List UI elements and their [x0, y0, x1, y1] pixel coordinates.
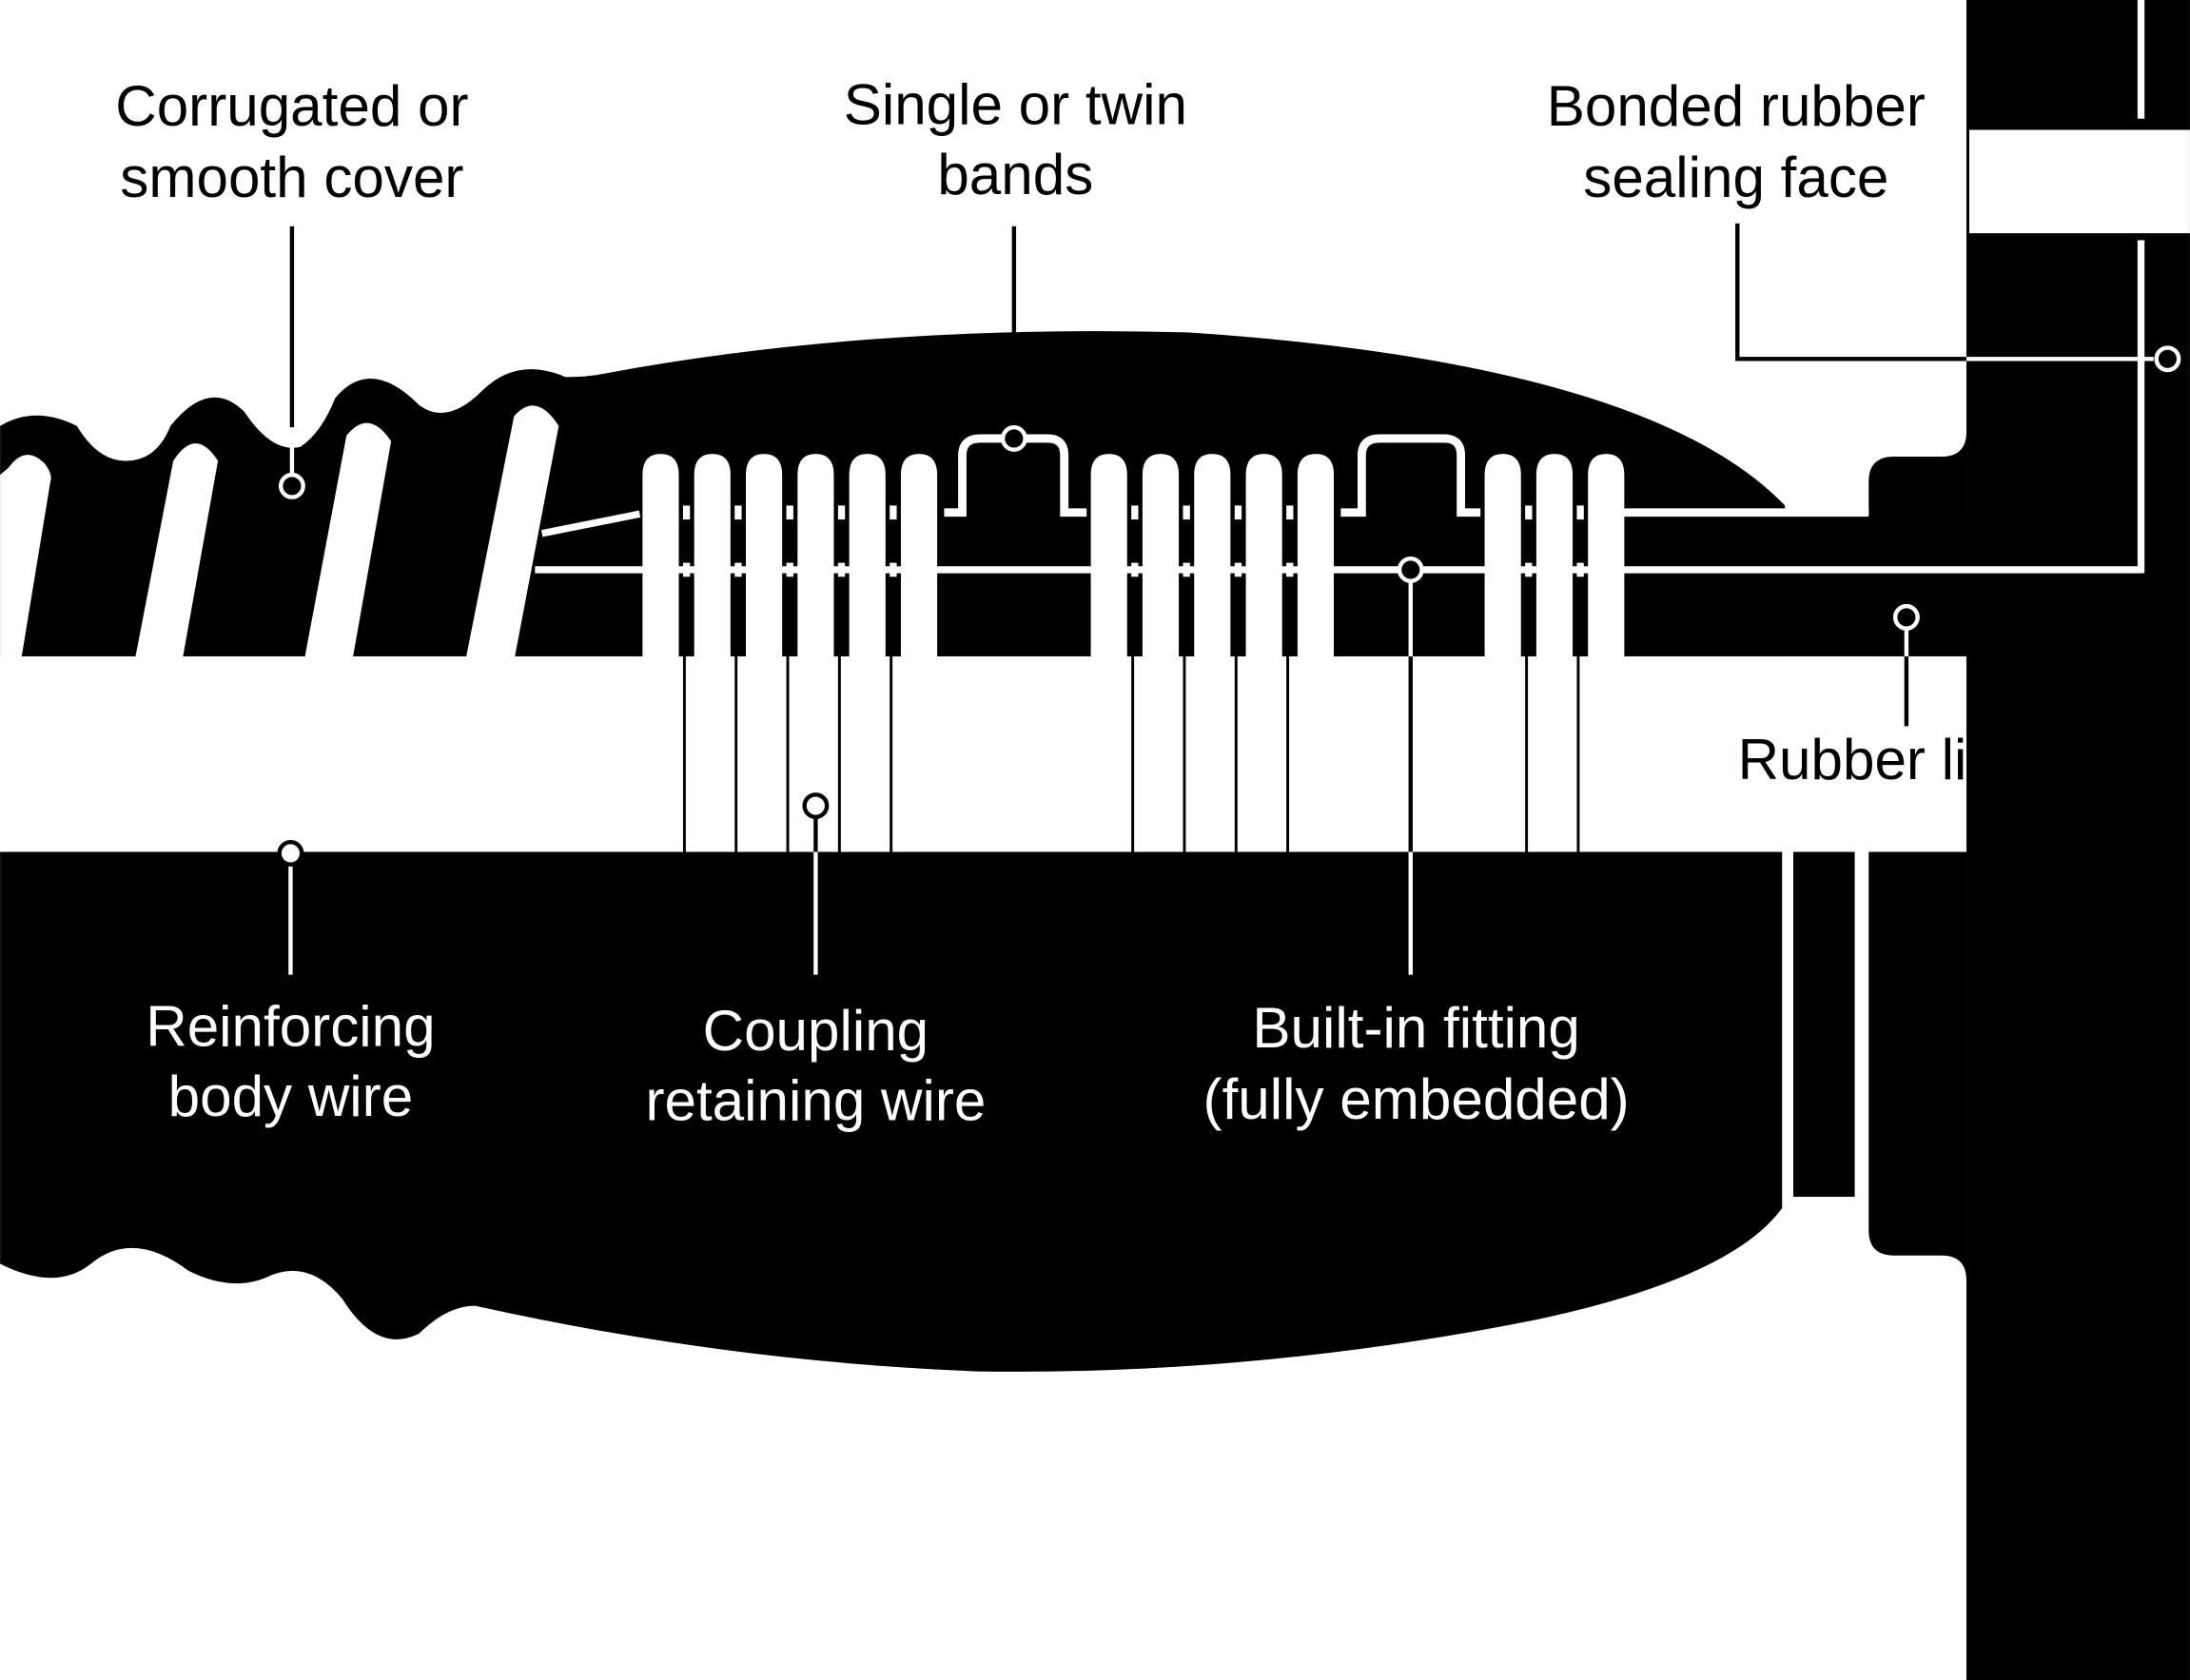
- marker-retaining-wire: [802, 792, 830, 819]
- wire-separator: [1286, 655, 1290, 852]
- label-fitting-1: Built-in fitting: [1252, 996, 1579, 1060]
- hose-cover-lower: [0, 851, 1783, 1372]
- wire-separator: [1234, 655, 1238, 852]
- body-wire: [0, 455, 51, 754]
- label-lining: Rubber lining: [1738, 728, 2076, 791]
- marker-sealing-face: [2154, 345, 2181, 373]
- wire-joint-tick: [1131, 505, 1139, 520]
- band-2: [1340, 434, 1481, 518]
- retaining-wire-finger: [1297, 454, 1335, 852]
- leader-sealing-face: [1735, 223, 1967, 361]
- wire-joint-tick: [890, 505, 897, 520]
- marker-lining: [1892, 603, 1920, 631]
- lining-lines: [535, 0, 2145, 574]
- fitting-neck: [1619, 514, 1969, 656]
- marker-body-wire: [277, 840, 304, 867]
- retaining-wire-finger: [900, 454, 938, 852]
- label-retaining-1: Coupling: [703, 999, 929, 1063]
- label-retaining-2: retaining wire: [645, 1068, 986, 1132]
- wire-separator: [734, 655, 738, 852]
- retaining-wire-finger: [1090, 454, 1127, 852]
- retaining-wire-finger: [1484, 454, 1521, 852]
- wire-joint-tick: [1286, 505, 1294, 520]
- marker-cover: [278, 472, 305, 499]
- label-cover-2: smooth cover: [120, 146, 463, 209]
- wire-separator: [682, 655, 686, 852]
- wire-joint-tick: [682, 505, 691, 520]
- flange-body: [1966, 0, 2190, 1680]
- sealing-face-slot: [1968, 129, 2190, 234]
- retaining-wire-comb: [642, 454, 1625, 852]
- retaining-wire-finger: [1588, 454, 1625, 852]
- leaders: [277, 223, 2181, 975]
- label-sealing-1: Bonded rubber: [1547, 74, 1926, 138]
- retaining-wire-finger: [1194, 454, 1231, 852]
- wire-separator: [1576, 655, 1580, 852]
- flange: [1792, 0, 2190, 1680]
- label-bands-1: Single or twin: [844, 73, 1187, 137]
- label-cover-1: Corrugated or: [115, 74, 468, 138]
- body-wire: [97, 443, 219, 852]
- body-wires: [0, 405, 641, 852]
- body-wire: [267, 422, 392, 852]
- wire-separator: [786, 655, 790, 852]
- label-body-wire-2: body wire: [168, 1065, 414, 1128]
- wire-separator: [1525, 655, 1529, 852]
- wire-joint-tick: [1525, 505, 1533, 520]
- retaining-wire-finger: [849, 454, 886, 852]
- flange-step-bottom: [1868, 851, 1967, 1281]
- retaining-wire-finger: [746, 454, 783, 852]
- label-fitting-2: (fully embedded): [1203, 1067, 1630, 1131]
- retaining-wire-finger: [1142, 454, 1180, 852]
- wire-separator: [1131, 655, 1135, 852]
- retaining-wire-finger: [1535, 454, 1574, 852]
- wire-separator: [837, 655, 841, 852]
- marker-fitting: [1397, 556, 1424, 583]
- wire-separator: [1183, 655, 1186, 852]
- wire-separator: [890, 655, 893, 852]
- wire-joint-tick: [786, 505, 793, 520]
- wire-joint-tick: [1576, 505, 1584, 520]
- retaining-wire-finger: [797, 454, 834, 852]
- wire-joint-tick: [1183, 505, 1190, 520]
- retaining-wire-finger: [694, 454, 731, 852]
- body-wire-termination: [540, 510, 641, 537]
- flange-spigot: [1792, 851, 1855, 1198]
- label-body-wire-1: Reinforcing: [146, 995, 435, 1059]
- body-wire: [427, 405, 559, 852]
- retaining-wire-finger: [1245, 454, 1282, 852]
- label-sealing-2: sealing face: [1583, 146, 1888, 209]
- marker-bands: [1000, 425, 1027, 452]
- label-bands-2: bands: [937, 143, 1093, 206]
- wire-joint-tick: [837, 505, 846, 520]
- retaining-wire-finger: [642, 454, 679, 852]
- wire-joint-tick: [1234, 505, 1242, 520]
- hose-cover-upper: [0, 331, 1786, 656]
- wire-joint-tick: [734, 505, 742, 520]
